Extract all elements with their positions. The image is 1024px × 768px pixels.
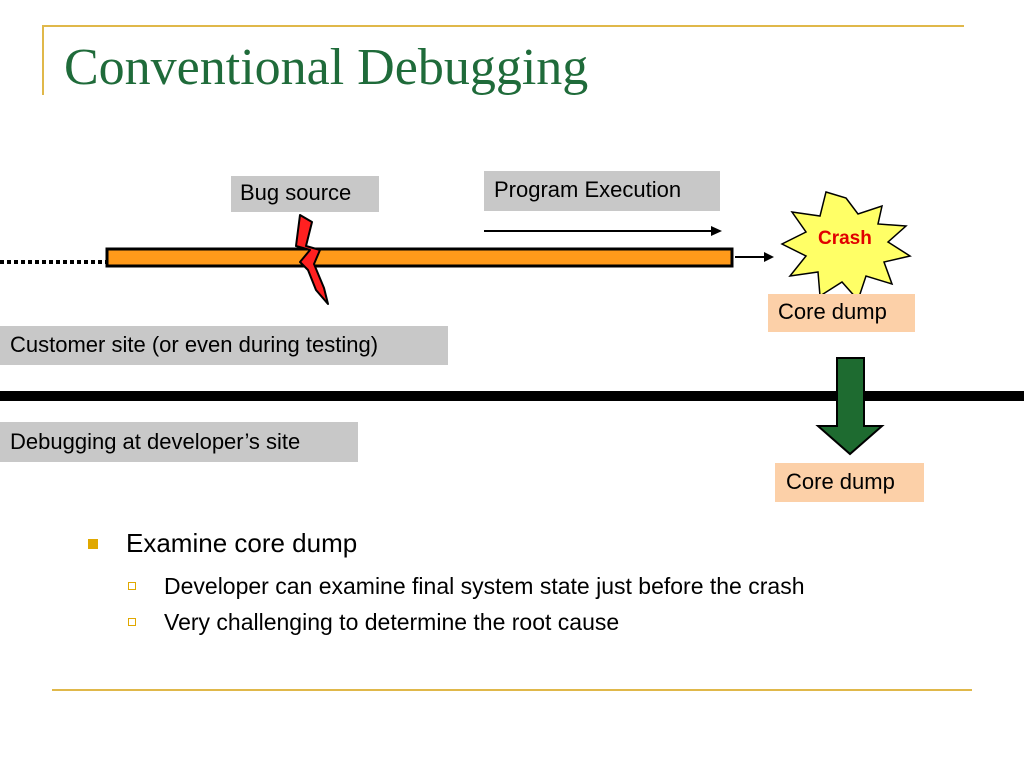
bug-bolt-icon <box>295 214 329 305</box>
bottom-rule <box>52 689 972 691</box>
sub-bullet-text: Developer can examine final system state… <box>164 573 805 599</box>
sub-bullet-item: Developer can examine final system state… <box>88 568 805 604</box>
sub-bullet-text: Very challenging to determine the root c… <box>164 609 620 635</box>
developer-site-label: Debugging at developer’s site <box>0 422 358 462</box>
sub-bullet-list: Developer can examine final system state… <box>88 568 805 640</box>
program-execution-label: Program Execution <box>484 171 720 211</box>
transfer-arrow-icon <box>815 357 885 456</box>
bar-arrow-head <box>764 252 774 262</box>
bullet-list: Examine core dump <box>88 528 357 559</box>
core-dump-bottom-label: Core dump <box>775 463 924 502</box>
left-rule <box>42 25 44 95</box>
sub-bullet-item: Very challenging to determine the root c… <box>88 604 805 640</box>
top-rule <box>44 25 964 27</box>
execution-bar <box>105 247 734 268</box>
bug-source-label: Bug source <box>231 176 379 212</box>
bullet-examine-core-dump: Examine core dump <box>88 528 357 559</box>
site-separator-line <box>0 391 1024 401</box>
execution-arrow-head <box>711 226 722 236</box>
crash-label: Crash <box>818 228 872 249</box>
slide-title: Conventional Debugging <box>64 39 589 96</box>
core-dump-top-label: Core dump <box>768 294 915 332</box>
hollow-square-bullet-icon <box>128 618 136 626</box>
crash-burst-icon <box>780 191 912 302</box>
bullet-text: Examine core dump <box>126 528 358 558</box>
hollow-square-bullet-icon <box>128 582 136 590</box>
square-bullet-icon <box>88 539 98 549</box>
customer-site-label: Customer site (or even during testing) <box>0 326 448 365</box>
